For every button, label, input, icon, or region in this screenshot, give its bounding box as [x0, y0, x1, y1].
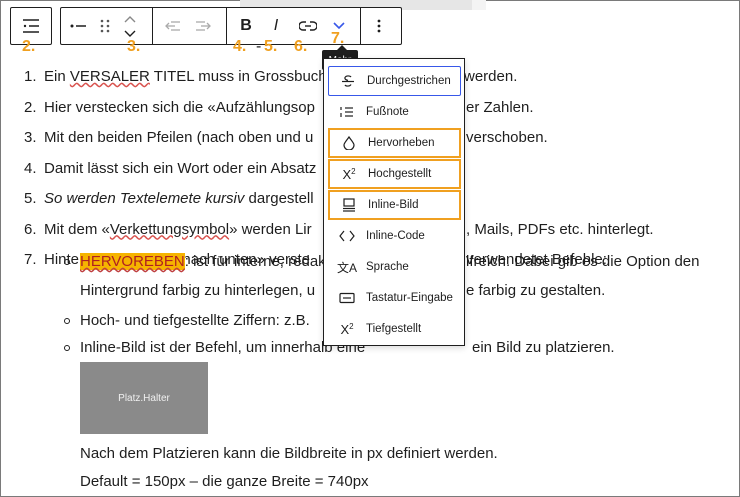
list-text: Mit dem «Verkettungsymbol» werden Lir: [44, 220, 312, 238]
strikethrough-icon: [337, 74, 359, 88]
sublist-text: Hintergrund farbig zu hinterlegen, u: [80, 282, 316, 299]
menu-item-label: Tiefgestellt: [366, 323, 422, 335]
highlighted-text: HERVOREBEN: [80, 253, 185, 270]
paragraph[interactable]: Default = 150px – die ganze Breite = 740…: [80, 473, 369, 490]
inline-image-placeholder[interactable]: Platz.Halter: [80, 362, 208, 434]
bold-button[interactable]: B: [240, 17, 252, 34]
sublist-text-tail: ein Bild zu platzieren.: [472, 339, 615, 356]
inline-image-icon: [338, 198, 360, 212]
list-number: 4.: [24, 159, 37, 177]
top-image-strip: [240, 0, 486, 10]
list-item[interactable]: 5. So werden Textelemete kursiv dargeste…: [0, 184, 720, 215]
menu-item-inline-code[interactable]: Inline-Code: [328, 221, 461, 251]
list-text: Ein VERSALER TITEL muss in Grossbuch: [44, 68, 327, 85]
callout-number: 4.: [233, 38, 247, 55]
menu-item-label: Hochgestellt: [368, 168, 432, 180]
menu-item-language[interactable]: 文A Sprache: [328, 252, 461, 282]
menu-item-label: Hervorheben: [368, 137, 435, 149]
list-item[interactable]: 2. Hier verstecken sich die «Aufzählungs…: [0, 93, 720, 124]
list-style-icon[interactable]: [68, 14, 90, 38]
menu-item-label: Inline-Code: [366, 230, 425, 242]
menu-item-label: Durchgestrichen: [367, 75, 451, 87]
list-item[interactable]: 3. Mit den beiden Pfeilen (nach oben und…: [0, 123, 720, 154]
list-number: 5.: [24, 190, 37, 207]
list-text: Mit den beiden Pfeilen (nach oben und u: [44, 129, 314, 146]
list-text-tail: verschoben.: [466, 129, 548, 146]
italic-button[interactable]: I: [273, 17, 279, 34]
drag-handle-icon[interactable]: [96, 14, 114, 38]
menu-item-inline-image[interactable]: Inline-Bild: [328, 190, 461, 220]
menu-item-strikethrough[interactable]: Durchgestrichen: [328, 66, 461, 96]
list-text: Damit lässt sich ein Wort oder ein Absat…: [44, 159, 317, 177]
sublist-text-tail: lfreich. Dabei gib es die Option den: [466, 253, 700, 270]
toolbar-separator: [152, 7, 153, 45]
move-up-icon[interactable]: [120, 12, 140, 26]
menu-item-keyboard-input[interactable]: Tastatur-Eingabe: [328, 283, 461, 313]
menu-item-label: Inline-Bild: [368, 199, 419, 211]
list-item[interactable]: 1. Ein VERSALER TITEL muss in Grossbuch …: [0, 62, 720, 93]
link-icon[interactable]: [296, 14, 320, 38]
menu-item-label: Sprache: [366, 261, 409, 273]
list-text-tail: er Zahlen.: [466, 98, 534, 116]
callout-number: 7.: [331, 30, 345, 47]
more-formats-chevron-icon[interactable]: [328, 14, 350, 38]
list-text: Hier verstecken sich die «Aufzählungsop: [44, 98, 315, 116]
menu-item-label: Fußnote: [366, 106, 409, 118]
list-icon[interactable]: [18, 14, 44, 38]
sublist-item[interactable]: Inline-Bild ist der Befehl, um innerhalb…: [80, 339, 366, 356]
toolbar-separator: [360, 7, 361, 45]
list-number: 7.: [24, 251, 37, 268]
list-text-tail: , Mails, PDFs etc. hinterlegt.: [466, 220, 654, 238]
toolbar-separator: [226, 7, 227, 45]
indent-icon[interactable]: [192, 14, 214, 38]
callout-number: 6.: [294, 38, 308, 55]
callout-number: 3.: [127, 38, 141, 55]
callout-dash: -: [256, 38, 262, 55]
paragraph[interactable]: Nach dem Platzieren kann die Bildbreite …: [80, 445, 498, 462]
language-icon: 文A: [336, 260, 357, 275]
move-down-icon[interactable]: [120, 27, 140, 41]
list-number: 3.: [24, 129, 37, 146]
list-number: 1.: [24, 68, 37, 85]
callout-number: 5.: [264, 38, 278, 55]
footnote-icon: [336, 106, 358, 118]
options-kebab-icon[interactable]: [368, 14, 390, 38]
sublist-item[interactable]: HERVOREBEN: ist für interne, redak: [80, 247, 326, 277]
list-number: 2.: [24, 98, 37, 116]
menu-item-highlight[interactable]: Hervorheben: [328, 128, 461, 158]
outdent-icon[interactable]: [162, 14, 184, 38]
list-text-tail: werden.: [464, 68, 518, 85]
sublist-text-tail: e farbig zu gestalten.: [466, 282, 606, 299]
bullet-icon: [64, 318, 70, 324]
sublist-item[interactable]: Hoch- und tiefgestellte Ziffern: z.B.: [80, 312, 310, 329]
ordered-list: 1. Ein VERSALER TITEL muss in Grossbuch …: [0, 62, 720, 276]
list-text: So werden Textelemete kursiv dargestell: [44, 190, 314, 207]
block-toolbar: [60, 7, 402, 45]
keyboard-icon: [336, 292, 358, 304]
list-number: 6.: [24, 220, 37, 238]
list-item[interactable]: 4. Damit lässt sich ein Wort oder ein Ab…: [0, 154, 720, 185]
menu-item-label: Tastatur-Eingabe: [366, 292, 453, 304]
droplet-icon: [338, 136, 360, 150]
menu-item-footnote[interactable]: Fußnote: [328, 97, 461, 127]
list-item[interactable]: 6. Mit dem «Verkettungsymbol» werden Lir…: [0, 215, 720, 246]
code-icon: [336, 230, 358, 242]
callout-number: 2.: [22, 38, 36, 55]
list-text-tail: verwendetet Befehle:: [466, 251, 607, 268]
sublist-text: : ist für interne, redak: [184, 253, 326, 270]
bullet-icon: [64, 259, 70, 265]
bullet-icon: [64, 345, 70, 351]
